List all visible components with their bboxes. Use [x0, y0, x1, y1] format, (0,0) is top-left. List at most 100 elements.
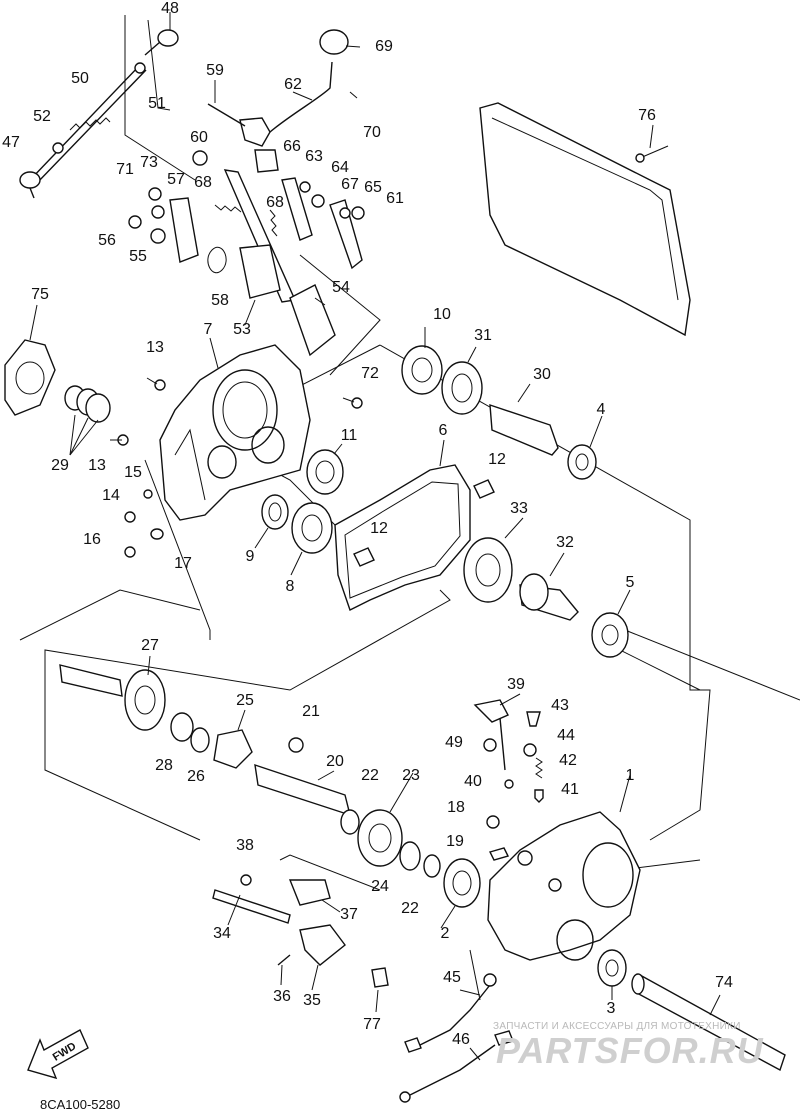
callout-74: 74	[715, 974, 733, 991]
output-shaft-and-seal	[597, 949, 786, 1072]
callout-9: 9	[245, 548, 255, 565]
callout-37: 37	[340, 906, 358, 923]
callout-41: 41	[561, 781, 579, 798]
callout-54: 54	[332, 279, 350, 296]
callout-63: 63	[305, 148, 323, 165]
callout-2: 2	[440, 925, 450, 942]
callout-59: 59	[206, 62, 224, 79]
callout-11: 11	[340, 427, 358, 444]
callout-36: 36	[273, 988, 291, 1005]
bearings-upper	[261, 345, 443, 554]
callout-10: 10	[433, 306, 451, 323]
callout-57: 57	[167, 171, 185, 188]
callout-7: 7	[203, 321, 213, 338]
callout-20: 20	[326, 753, 344, 770]
callout-14: 14	[102, 487, 120, 504]
left-gasket-and-seals	[4, 339, 111, 423]
callout-73: 73	[140, 154, 158, 171]
callout-53: 53	[233, 321, 251, 338]
callout-34: 34	[213, 925, 231, 942]
callout-13a: 13	[146, 339, 164, 356]
callout-47: 47	[2, 134, 20, 151]
callout-72: 72	[361, 365, 379, 382]
callout-42: 42	[559, 752, 577, 769]
callout-16: 16	[83, 531, 101, 548]
callout-56: 56	[98, 232, 116, 249]
callout-64: 64	[331, 159, 349, 176]
callout-22b: 22	[401, 900, 419, 917]
center-gasket	[334, 464, 495, 611]
callout-35: 35	[303, 992, 321, 1009]
callout-43: 43	[551, 697, 569, 714]
drawing-code: 8CA100-5280	[40, 1097, 121, 1112]
callout-69: 69	[375, 38, 393, 55]
callout-19: 19	[446, 833, 464, 850]
callout-leaders	[29, 12, 721, 1061]
callout-28: 28	[155, 757, 173, 774]
callout-4: 4	[596, 401, 606, 418]
shift-rod-assembly	[19, 29, 179, 199]
callout-60: 60	[190, 129, 208, 146]
callout-12a: 12	[488, 451, 506, 468]
callout-15: 15	[124, 464, 142, 481]
callout-29: 29	[51, 457, 69, 474]
callout-22a: 22	[361, 767, 379, 784]
callout-68a: 68	[194, 174, 212, 191]
callout-13b: 13	[88, 457, 106, 474]
callout-44: 44	[557, 727, 575, 744]
control-lever-cluster	[128, 29, 365, 357]
callout-58: 58	[211, 292, 229, 309]
watermark-tagline: ЗАПЧАСТИ И АКСЕССУАРЫ ДЛЯ МОТОТЕХНИКИ	[493, 1021, 741, 1032]
right-case-half	[473, 699, 641, 961]
callout-18: 18	[447, 799, 465, 816]
callout-51: 51	[148, 95, 166, 112]
callout-68b: 68	[266, 194, 284, 211]
callout-67: 67	[341, 176, 359, 193]
upper-gear-train	[441, 361, 629, 658]
callout-66: 66	[283, 138, 301, 155]
callout-6: 6	[438, 422, 448, 439]
callout-75: 75	[31, 286, 49, 303]
callout-17: 17	[174, 555, 192, 572]
watermark-logo: PARTSFOR.RU	[496, 1030, 764, 1071]
callout-21: 21	[302, 703, 320, 720]
callout-31: 31	[474, 327, 492, 344]
callout-77: 77	[363, 1016, 381, 1033]
callout-30: 30	[533, 366, 551, 383]
callout-39: 39	[507, 676, 525, 693]
cover-sheet	[479, 102, 691, 337]
callout-70: 70	[363, 124, 381, 141]
callout-1: 1	[625, 767, 635, 784]
callout-61: 61	[386, 190, 404, 207]
callout-48: 48	[161, 0, 179, 17]
left-case-half	[110, 344, 363, 558]
callout-49: 49	[445, 734, 463, 751]
callout-52: 52	[33, 108, 51, 125]
callout-71: 71	[116, 161, 134, 178]
shift-fork-assembly	[212, 874, 389, 988]
callout-62: 62	[284, 76, 302, 93]
callout-25: 25	[236, 692, 254, 709]
callout-5: 5	[625, 574, 635, 591]
callout-33: 33	[510, 500, 528, 517]
callout-3: 3	[606, 1000, 616, 1017]
callout-12b: 12	[370, 520, 388, 537]
callout-38: 38	[236, 837, 254, 854]
callout-26: 26	[187, 768, 205, 785]
fwd-arrow-icon	[27, 1029, 89, 1080]
main-shaft-assembly	[59, 664, 481, 908]
callout-8: 8	[285, 578, 295, 595]
callout-55: 55	[129, 248, 147, 265]
callout-32: 32	[556, 534, 574, 551]
callout-65: 65	[364, 179, 382, 196]
callout-76: 76	[638, 107, 656, 124]
callout-40: 40	[464, 773, 482, 790]
callout-45: 45	[443, 969, 461, 986]
callout-27: 27	[141, 637, 159, 654]
callout-50: 50	[71, 70, 89, 87]
callout-46: 46	[452, 1031, 470, 1048]
callout-23: 23	[402, 767, 420, 784]
callout-24: 24	[371, 878, 389, 895]
